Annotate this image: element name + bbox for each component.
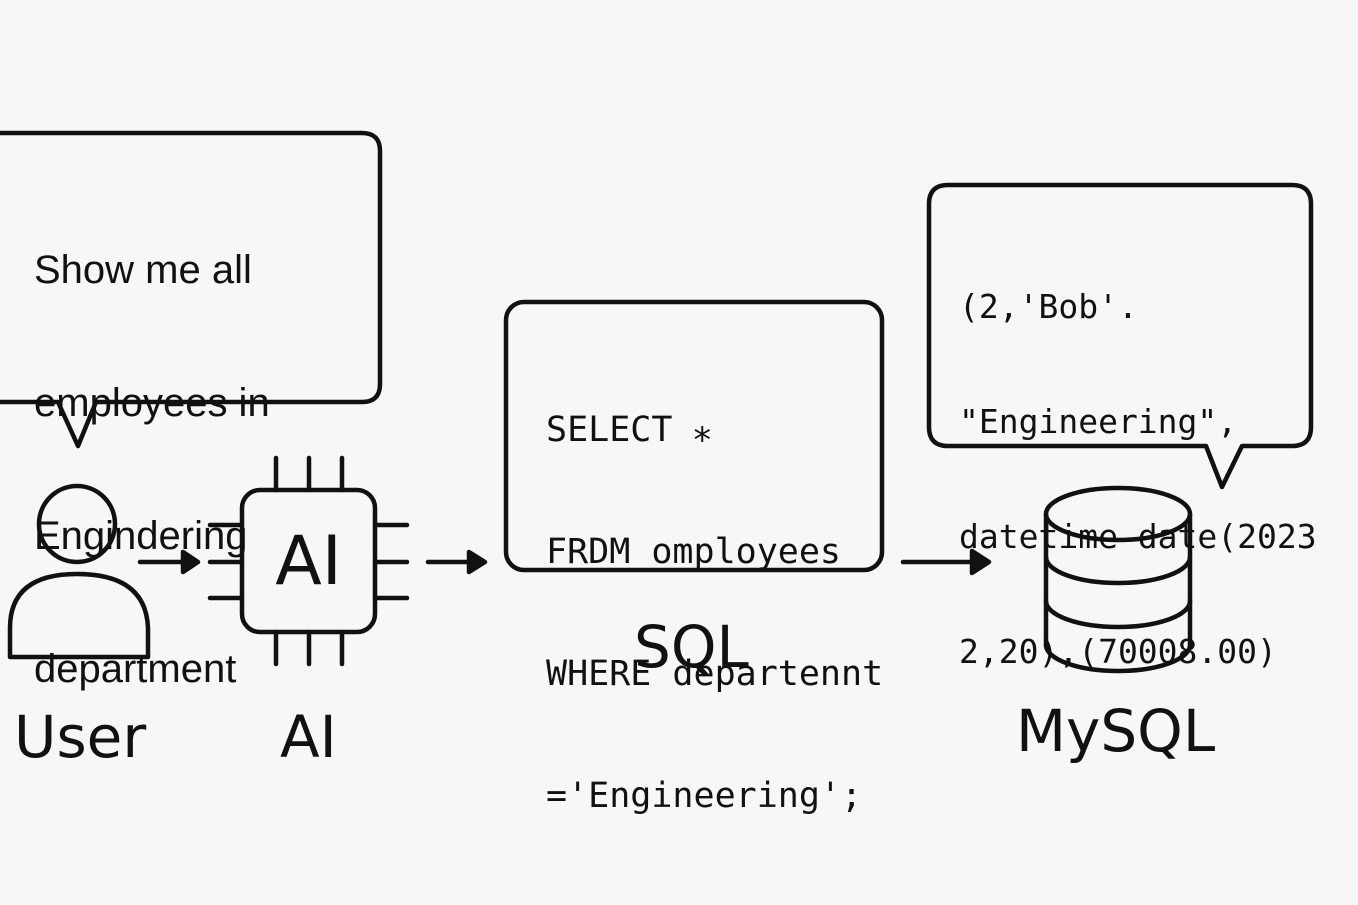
query-result-text: (2,'Bob'. "Engineering", datetime date(2… (959, 224, 1317, 717)
database-icon (1043, 485, 1193, 674)
arrow-right-icon (425, 549, 488, 575)
sql-query-line: SELECT ⁎ (546, 410, 712, 450)
sql-query-line: FRDM omployees (546, 532, 842, 572)
user-label: User (14, 703, 147, 771)
ai-chip-icon (207, 455, 410, 667)
user-request-line: employees in (34, 381, 270, 425)
sql-query-line: ='Engineering'; (546, 776, 863, 816)
query-result-line: (2,'Bob'. (959, 287, 1138, 326)
arrow-right-icon (137, 549, 201, 575)
sql-label: SQL (634, 613, 749, 681)
person-icon (7, 483, 151, 660)
user-speech-bubble (0, 130, 383, 449)
ai-chip-label: AI (275, 522, 342, 601)
result-speech-bubble (926, 182, 1314, 490)
sql-query-line: WHERE departennt (546, 654, 884, 694)
ai-label: AI (280, 703, 337, 771)
user-request-line: Show me all (34, 248, 252, 292)
query-result-line: "Engineering", (959, 402, 1238, 441)
sql-query-text: SELECT ⁎ FRDM omployees WHERE departennt… (546, 343, 883, 866)
user-request-text: Show me all employees in Engindering dep… (34, 170, 270, 742)
mysql-label: MySQL (1016, 697, 1216, 765)
user-request-line: Engindering (34, 514, 248, 558)
user-request-line: department (34, 647, 237, 691)
query-result-line: 2,20),(70008.00) (959, 632, 1277, 671)
arrow-right-icon (900, 548, 992, 576)
query-result-line: datetime date(2023 (959, 517, 1317, 556)
sql-query-box (503, 299, 885, 573)
